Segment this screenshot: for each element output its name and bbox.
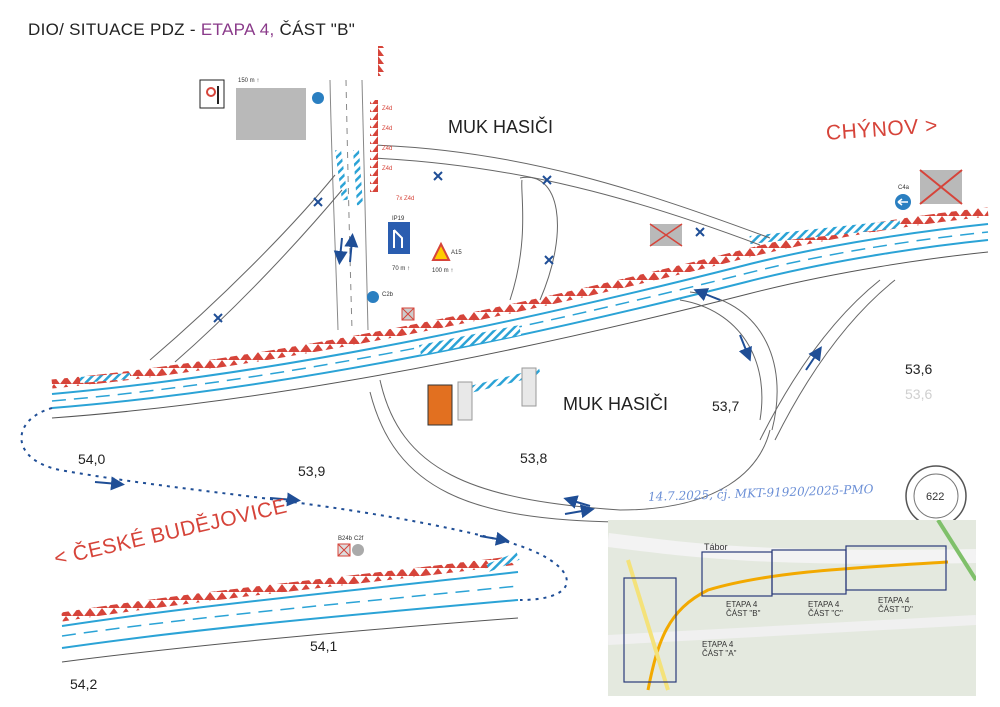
ip19-label: IP19 <box>392 216 405 222</box>
inset-city-label: Tábor <box>704 542 728 552</box>
crossing-road <box>329 79 369 331</box>
km-marker: 53,9 <box>298 463 326 479</box>
roadworks-sign: A15 100 m ↑ <box>431 241 462 274</box>
z4d-label: Z4d <box>382 106 392 112</box>
direction-arrows <box>94 233 822 546</box>
z4d-column: Z4d Z4d Z4d Z4d 7x Z4d <box>370 46 414 202</box>
detour-route <box>20 407 568 601</box>
title-part: ČÁST "B" <box>279 20 356 39</box>
lane-sign: 70 m ↑ IP19 <box>388 216 410 272</box>
c2b-sign-icon <box>367 291 379 303</box>
a15-distance: 100 m ↑ <box>432 268 453 274</box>
stamp-number: 622 <box>926 491 944 503</box>
c2b-label: C2b <box>382 292 394 298</box>
page-title: DIO/ SITUACE PDZ - ETAPA 4, ČÁST "B" <box>28 20 355 40</box>
km-marker: 53,8 <box>520 450 548 466</box>
c4a-label: C4a <box>898 185 910 191</box>
interchange-ramps <box>149 144 896 523</box>
km-marker: 54,2 <box>70 676 98 692</box>
pz-label: 7x Z4d <box>396 196 414 202</box>
sign-group-right: C4a <box>649 169 963 247</box>
title-prefix: DIO/ SITUACE PDZ - <box>28 20 196 39</box>
km-marker: 54,1 <box>310 638 338 654</box>
km-marker: 53,7 <box>712 398 740 414</box>
info-sign-icon <box>312 92 324 104</box>
km-marker-faint: 53,6 <box>905 386 933 402</box>
km-marker: 53,6 <box>905 361 933 377</box>
inset-map-graphic <box>608 520 976 696</box>
work-vehicles <box>427 367 537 426</box>
authority-stamp: 622 <box>905 465 967 527</box>
z4d-label: Z4d <box>382 146 392 152</box>
closure-crosses <box>213 171 705 323</box>
highway-main <box>51 207 989 419</box>
z4d-label: Z4d <box>382 126 392 132</box>
highway-lower <box>61 552 520 663</box>
km-marker: 54,0 <box>78 451 106 467</box>
a15-label: A15 <box>451 250 462 256</box>
sign-group-top: 150 m ↑ <box>199 78 324 140</box>
distance-label: 150 m ↑ <box>238 78 259 84</box>
b24b-label: B24b <box>338 536 353 542</box>
lane-sign-distance: 70 m ↑ <box>392 266 410 272</box>
z4d-label: Z4d <box>382 166 392 172</box>
sign-pair-lower: B24b C2f <box>337 536 364 557</box>
c2f-label: C2f <box>354 536 364 542</box>
title-stage: ETAPA 4, <box>200 20 275 39</box>
place-label-muk-top: MUK HASIČI <box>448 117 554 137</box>
place-label-muk-center: MUK HASIČI <box>563 394 669 414</box>
